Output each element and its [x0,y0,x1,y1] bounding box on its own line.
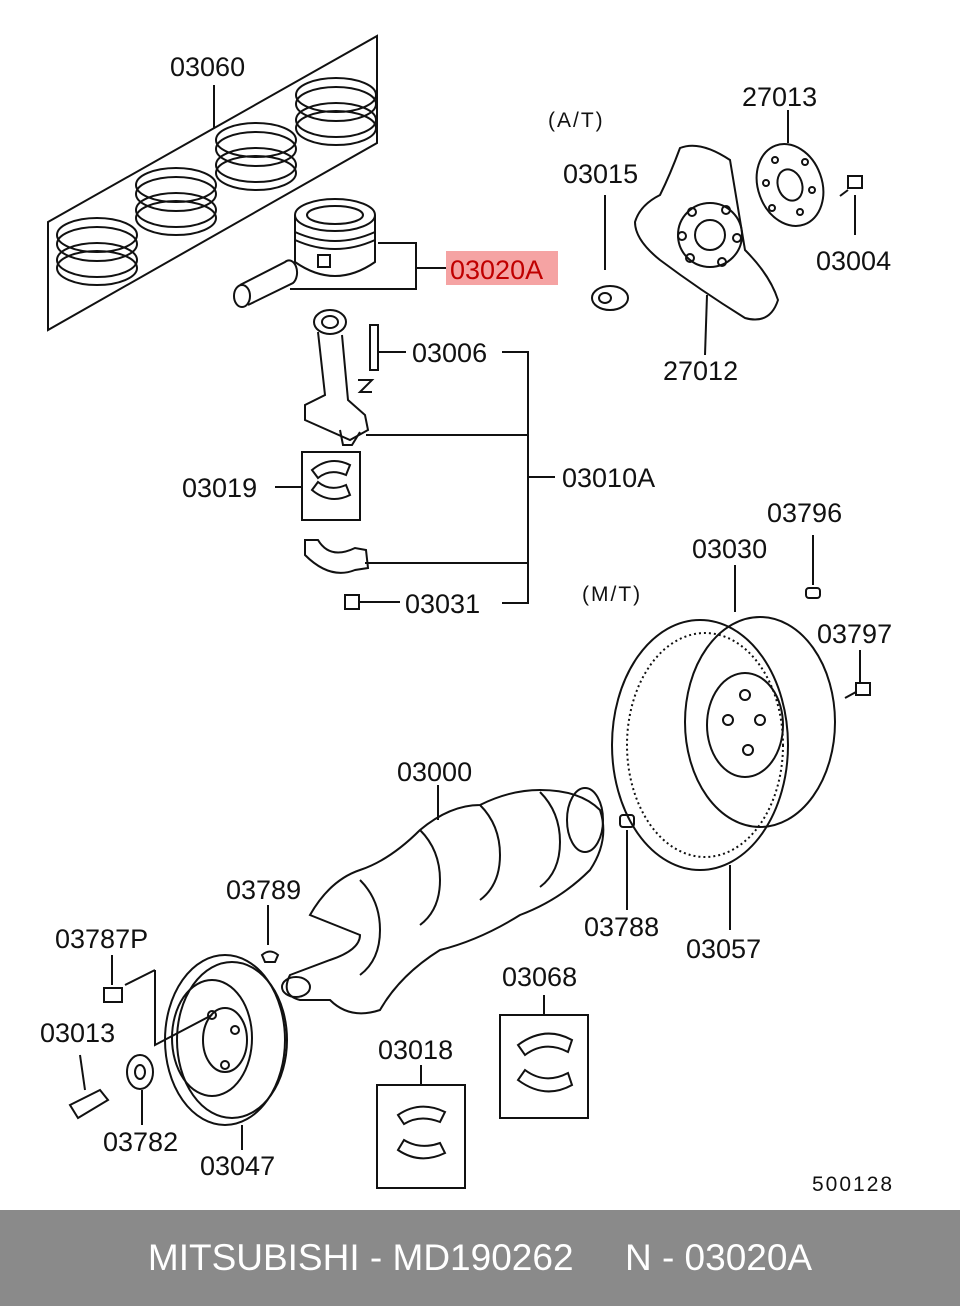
key-03789 [260,905,280,963]
drive-plate [633,144,780,356]
figure-number: 500128 [812,1173,894,1196]
label-27012[interactable]: 27012 [663,356,738,386]
label-03788[interactable]: 03788 [584,912,659,942]
label-03020A[interactable]: 03020A [450,255,543,285]
dowel-03788 [619,814,635,910]
bearing-03068 [499,995,589,1119]
ring-2 [135,167,217,236]
ring-3 [215,122,297,191]
dowel-03796 [805,535,821,599]
label-03787P[interactable]: 03787P [55,924,148,954]
label-03796[interactable]: 03796 [767,498,842,528]
crank-pulley [164,954,288,1150]
bolt-03787P [103,955,123,1003]
exploded-view-svg: 03060 03020A 03006 03010A 03019 03031 (A… [40,34,894,1196]
label-03006[interactable]: 03006 [412,338,487,368]
label-03030[interactable]: 03030 [692,534,767,564]
piston [294,198,376,277]
piston-ring-set [47,34,378,332]
bushing-03015 [591,195,629,311]
part-info-footer: MITSUBISHI - MD190262 N - 03020A [0,1210,960,1306]
label-at: (A/T) [548,109,605,132]
brand-name: MITSUBISHI [147,1237,360,1278]
label-27013[interactable]: 27013 [742,82,817,112]
label-03057[interactable]: 03057 [686,934,761,964]
bolt-03013 [68,1054,110,1120]
label-03004[interactable]: 03004 [816,246,891,276]
label-mt: (M/T) [582,583,642,606]
label-03015[interactable]: 03015 [563,159,638,189]
label-03010A[interactable]: 03010A [562,463,655,493]
bearing-03018 [376,1065,466,1189]
label-03047[interactable]: 03047 [200,1151,275,1181]
washer-03782 [126,1054,154,1125]
label-03031[interactable]: 03031 [405,589,480,619]
label-03018[interactable]: 03018 [378,1035,453,1065]
bolt-03797 [844,650,871,699]
label-03068[interactable]: 03068 [502,962,577,992]
label-03000[interactable]: 03000 [397,757,472,787]
highlight-box [446,251,558,285]
ring-4 [295,77,377,146]
label-03060[interactable]: 03060 [170,52,245,82]
spacer [574,1237,625,1279]
diagram-reference: N - 03020A [624,1237,813,1278]
rod-cap [304,539,400,610]
bearing-03019 [275,451,361,521]
separator: - [359,1237,393,1278]
label-03019[interactable]: 03019 [182,473,257,503]
label-03797[interactable]: 03797 [817,619,892,649]
label-03789[interactable]: 03789 [226,875,301,905]
ring-1 [56,217,138,286]
crankshaft [281,785,605,1015]
connecting-rod [304,309,406,446]
label-03782[interactable]: 03782 [103,1127,178,1157]
parts-diagram: 03060 03020A 03006 03010A 03019 03031 (A… [40,34,894,1196]
flywheel [611,565,836,930]
label-03013[interactable]: 03013 [40,1018,115,1048]
adapter-plate [755,110,825,227]
part-number: MD190262 [392,1237,574,1278]
piston-pin [233,259,299,308]
bolt-03004 [839,175,863,235]
